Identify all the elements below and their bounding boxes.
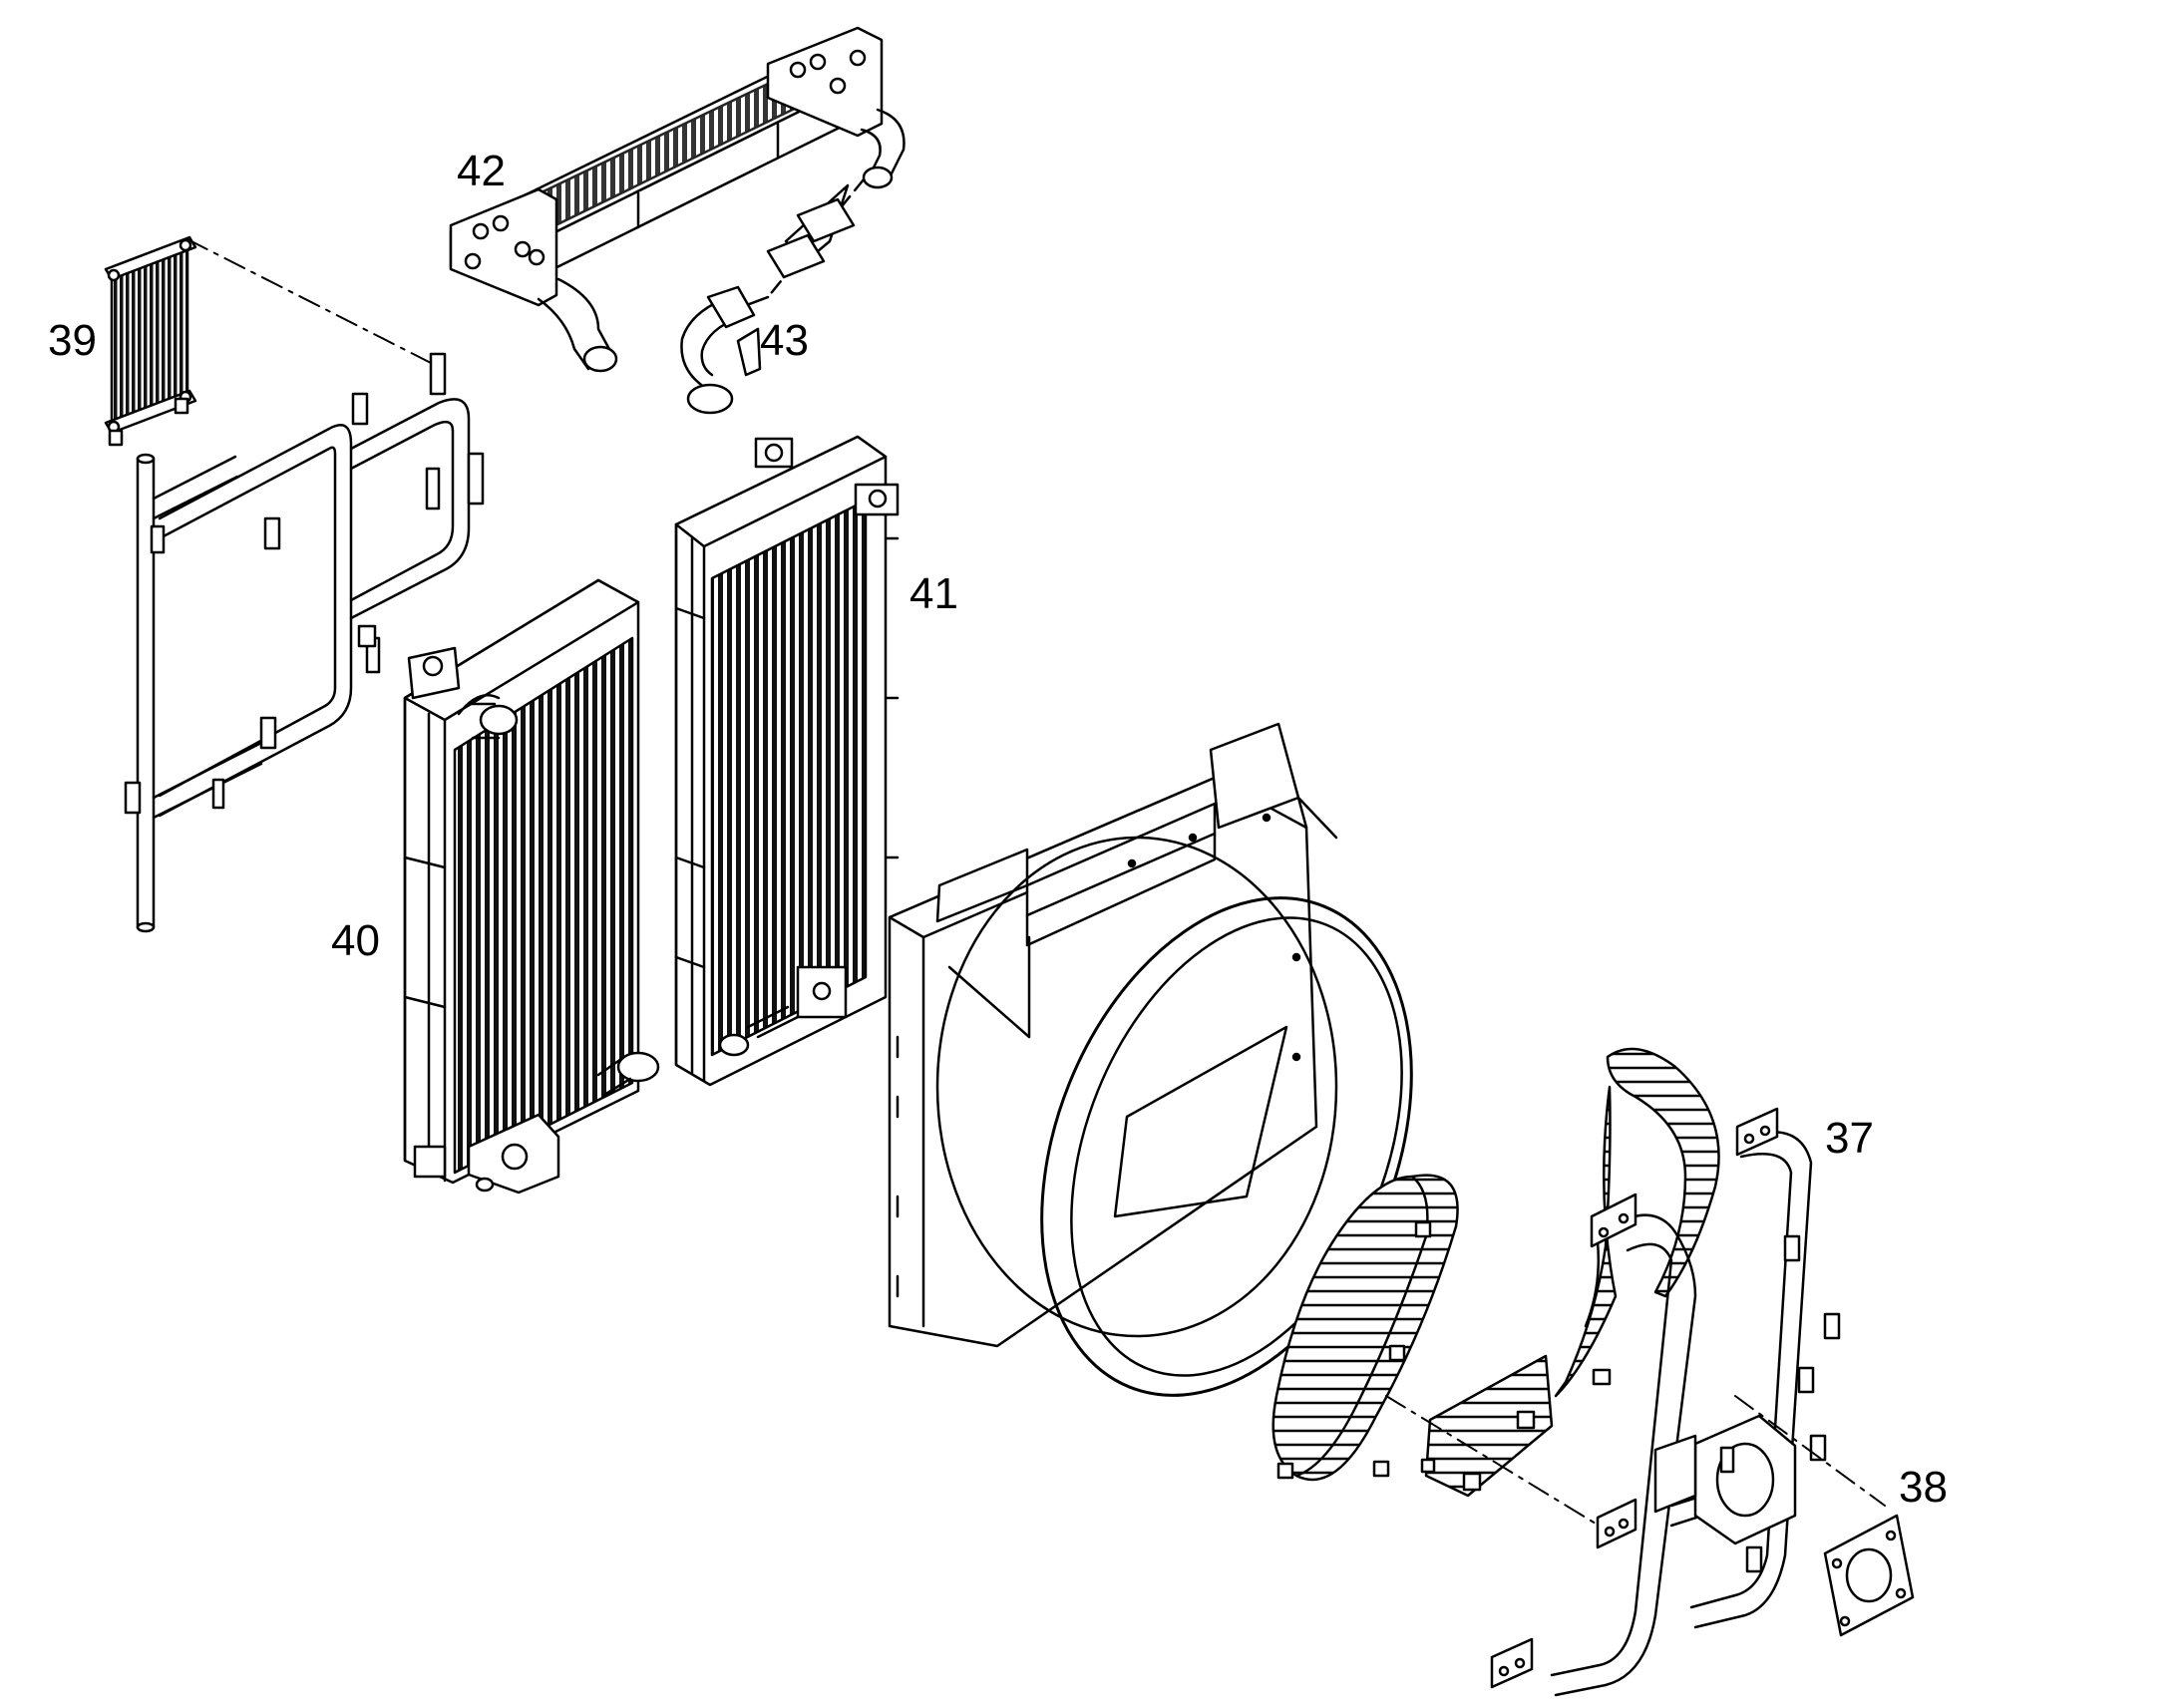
part-42-charge-air-cooler bbox=[451, 28, 904, 371]
fan-guard-lower bbox=[1273, 1176, 1458, 1480]
part-38-motor-plate bbox=[1825, 1516, 1913, 1635]
fan-shroud bbox=[890, 724, 1336, 1346]
fan-guard-center bbox=[1422, 1356, 1610, 1496]
part-39-oil-cooler bbox=[106, 237, 195, 445]
callout-43: 43 bbox=[760, 316, 809, 365]
callout-38: 38 bbox=[1899, 1463, 1948, 1512]
callout-39: 39 bbox=[48, 316, 97, 365]
fan-guard-upper bbox=[1556, 1049, 1719, 1396]
part-43-hose-assembly bbox=[681, 179, 864, 413]
part-41-radiator bbox=[676, 437, 898, 1085]
assembly-lines bbox=[187, 239, 1885, 1524]
callout-40: 40 bbox=[331, 916, 380, 965]
part-39-frame bbox=[126, 354, 483, 931]
callout-42: 42 bbox=[457, 147, 506, 195]
part-40-radiator bbox=[405, 580, 658, 1193]
callout-41: 41 bbox=[909, 569, 958, 618]
callout-37: 37 bbox=[1825, 1114, 1874, 1163]
part-37-fan-support-frame bbox=[1492, 1109, 1839, 1695]
